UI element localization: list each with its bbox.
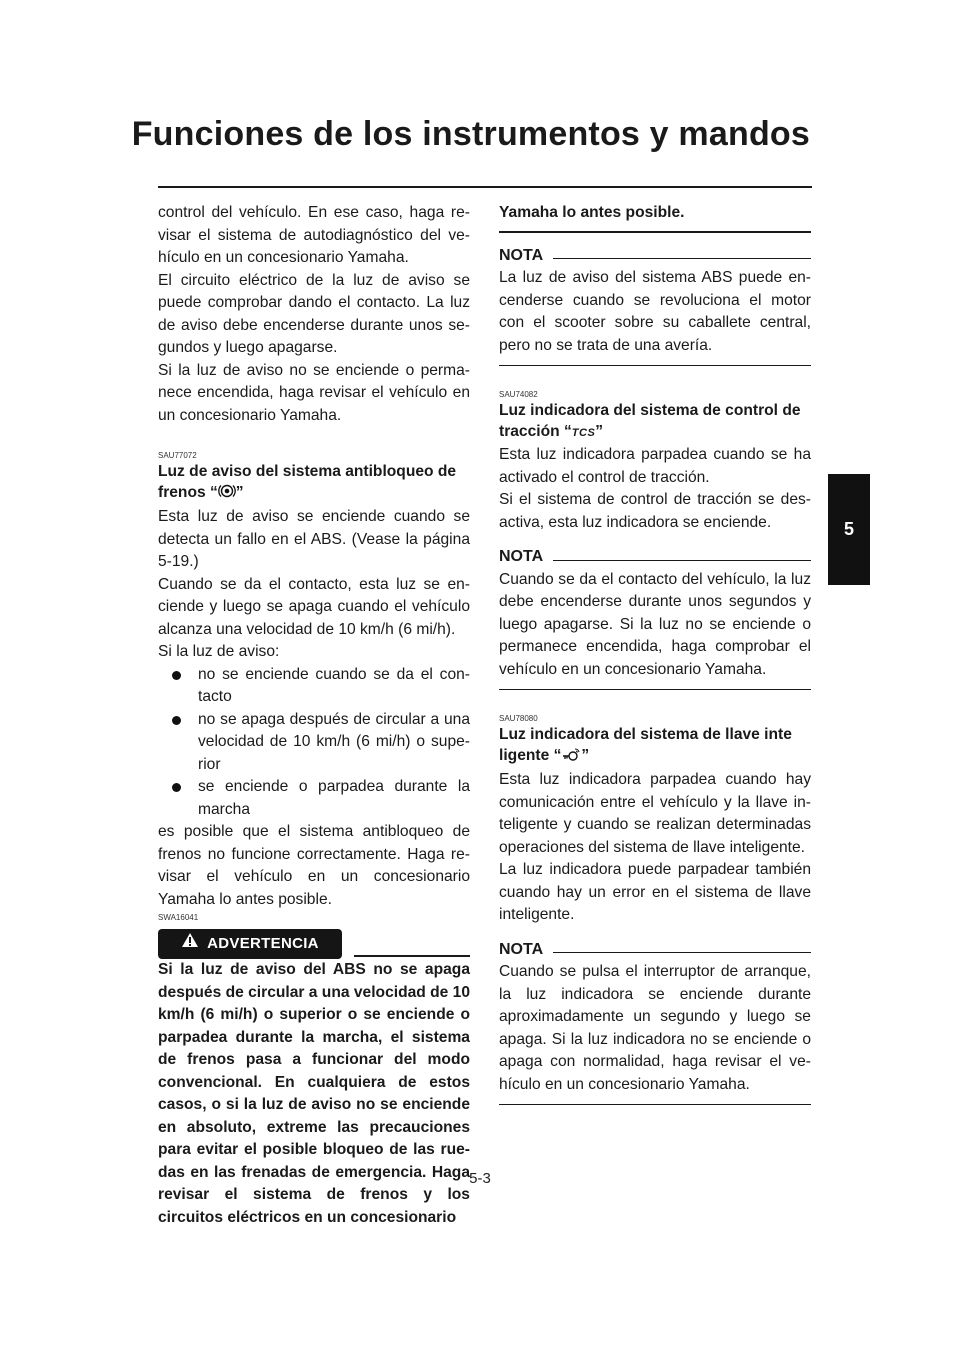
bullet-icon bbox=[172, 670, 181, 680]
tcs-section-code: SAU74082 bbox=[499, 390, 538, 399]
key-section-code: SAU78080 bbox=[499, 714, 538, 723]
nota-body-2: Cuando se da el contacto del vehículo, l… bbox=[499, 570, 811, 678]
nota-header-2: NOTA bbox=[499, 546, 811, 569]
chapter-tab: 5 bbox=[828, 474, 870, 585]
abs-paragraph-2: Cuando se da el contacto, esta luz se en… bbox=[158, 575, 470, 638]
smart-key-icon bbox=[561, 747, 581, 769]
warning-triangle-icon bbox=[181, 932, 199, 956]
warning-code: SWA16041 bbox=[158, 913, 199, 922]
abs-paragraph-1: Esta luz de aviso se enciende cuando se … bbox=[158, 508, 470, 570]
abs-section-code: SAU77072 bbox=[158, 451, 197, 460]
nota-end-rule-2 bbox=[499, 689, 811, 690]
key-heading-line-2: ligente “” bbox=[499, 745, 811, 769]
intro-paragraph-3: Si la luz de aviso no se enciende o perm… bbox=[158, 361, 470, 424]
nota-body-3: Cuando se pulsa el interruptor de arranq… bbox=[499, 963, 811, 1093]
abs-heading-line-1: Luz de aviso del sistema antibloqueo de bbox=[158, 463, 457, 480]
warning-badge: ADVERTENCIA bbox=[158, 929, 342, 959]
nota-end-rule-1 bbox=[499, 365, 811, 366]
list-item: se enciende o parpadea durante la marcha bbox=[158, 776, 470, 821]
tcs-heading-line-2: tracción “TCS” bbox=[499, 423, 604, 440]
abs-paragraph-3: Si la luz de aviso: bbox=[158, 643, 280, 660]
bullet-icon bbox=[172, 715, 181, 725]
abs-paragraph-4: es posible que el sistema antibloqueo de… bbox=[158, 823, 470, 908]
nota-header-1: NOTA bbox=[499, 245, 811, 268]
left-column: control del vehículo. En ese caso, haga … bbox=[158, 202, 470, 1229]
warning-continuation: Yamaha lo antes posible. bbox=[499, 204, 685, 221]
abs-warning-icon bbox=[217, 482, 236, 506]
abs-heading-line-2: frenos “” bbox=[158, 482, 470, 506]
bullet-icon bbox=[172, 783, 181, 792]
tcs-paragraph-2: Si el sistema de control de tracción se … bbox=[499, 491, 811, 531]
right-column: Yamaha lo antes posible. NOTA La luz de … bbox=[499, 202, 811, 1105]
tcs-paragraph-1: Esta luz indicadora parpadea cuando se h… bbox=[499, 446, 811, 486]
page-header-title: Funciones de los instrumentos y mandos bbox=[131, 115, 810, 153]
warning-rule bbox=[354, 955, 470, 957]
page-number: 5-3 bbox=[469, 1170, 491, 1187]
tcs-heading-line-1: Luz indicadora del sistema de control de bbox=[499, 402, 801, 419]
key-paragraph-2: La luz indicadora puede parpadear tambié… bbox=[499, 861, 811, 923]
header-rule bbox=[158, 186, 812, 188]
key-paragraph-1: Esta luz indicadora parpadea cuando hay … bbox=[499, 771, 811, 856]
warning-end-rule bbox=[499, 230, 811, 233]
warning-header: ADVERTENCIA bbox=[158, 929, 470, 959]
nota-body-1: La luz de aviso del sistema ABS puede en… bbox=[499, 269, 811, 354]
tcs-icon: TCS bbox=[571, 427, 596, 439]
nota-end-rule-3 bbox=[499, 1104, 811, 1105]
warning-body: Si la luz de aviso del ABS no se apaga d… bbox=[158, 961, 471, 1226]
abs-bullet-list: no se enciende cuando se da el con­tacto… bbox=[158, 664, 470, 822]
nota-header-3: NOTA bbox=[499, 939, 811, 962]
key-heading-line-1: Luz indicadora del sistema de llave inte… bbox=[499, 726, 792, 743]
list-item: no se apaga después de circular a una ve… bbox=[158, 709, 470, 777]
intro-paragraph-1: control del vehículo. En ese caso, haga … bbox=[158, 204, 470, 266]
intro-paragraph-2: El circuito eléctrico de la luz de aviso… bbox=[158, 271, 470, 357]
list-item: no se enciende cuando se da el con­tacto bbox=[158, 664, 470, 709]
